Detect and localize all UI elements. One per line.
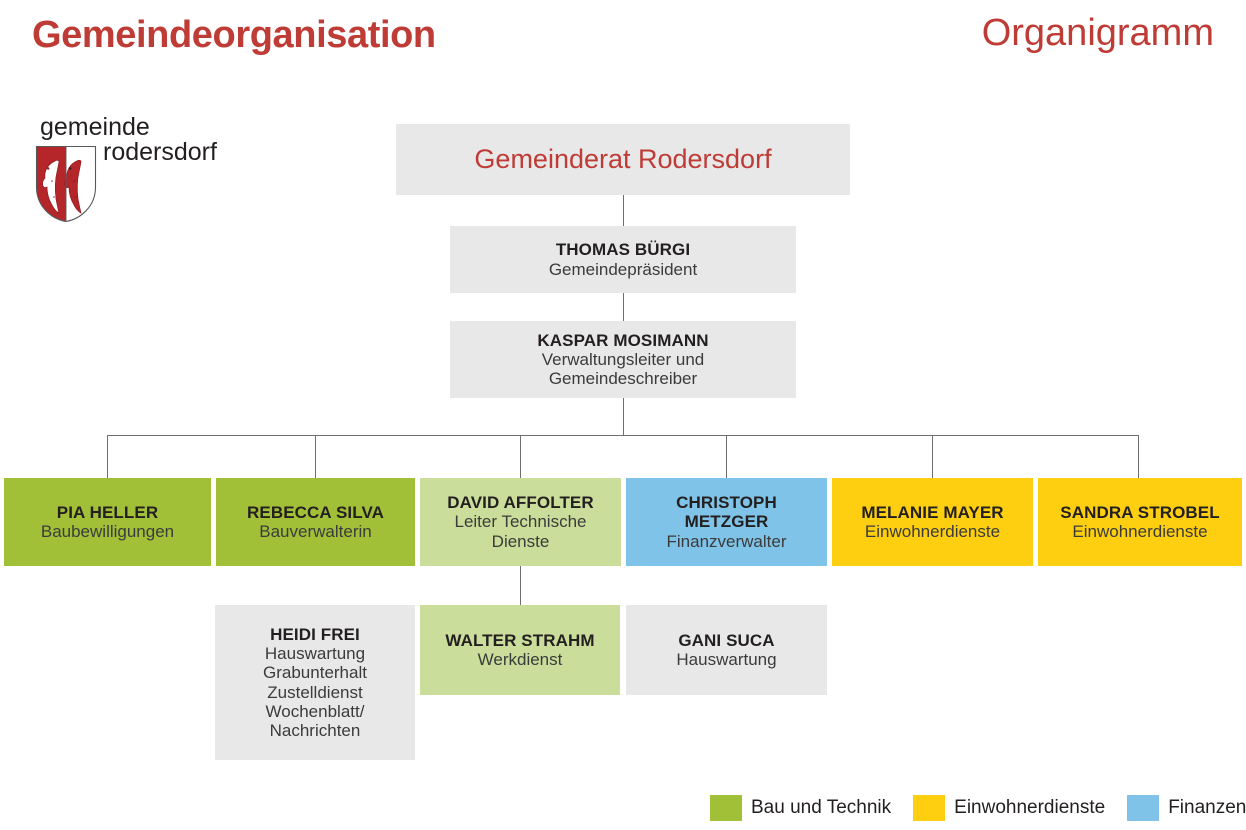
node-person-role: Leiter Technische Dienste xyxy=(454,512,587,551)
node-person-name: PIA HELLER xyxy=(56,502,159,522)
node-pia-heller[interactable]: PIA HELLER Baubewilligungen xyxy=(4,478,211,566)
legend-swatch-icon xyxy=(1127,795,1160,821)
connector-praesident-to-verwaltungsleiter xyxy=(623,293,624,321)
node-heidi-frei[interactable]: HEIDI FREI Hauswartung Grabunterhalt Zus… xyxy=(215,605,415,760)
page-subtitle: Organigramm xyxy=(981,12,1214,54)
connector-horizontal-bus xyxy=(107,435,1139,436)
connector-drop-sandra-strobel xyxy=(1138,435,1139,478)
connector-root-to-praesident xyxy=(623,195,624,226)
node-david-affolter[interactable]: DAVID AFFOLTER Leiter Technische Dienste xyxy=(420,478,621,566)
coat-of-arms-icon xyxy=(35,145,97,223)
legend-label: Bau und Technik xyxy=(751,797,892,818)
logo-line-rodersdorf: rodersdorf xyxy=(103,138,217,166)
node-title: Gemeinderat Rodersdorf xyxy=(474,144,772,175)
connector-drop-pia-heller xyxy=(107,435,108,478)
page-title: Gemeindeorganisation xyxy=(32,14,436,56)
node-thomas-buergi[interactable]: THOMAS BÜRGI Gemeindepräsident xyxy=(450,226,796,293)
node-person-role: Hauswartung Grabunterhalt Zustelldienst … xyxy=(263,644,367,740)
legend-item-bau-und-technik[interactable]: Bau und Technik xyxy=(710,795,891,821)
legend-label: Einwohnerdienste xyxy=(954,797,1106,818)
node-person-role: Gemeindepräsident xyxy=(548,259,698,279)
connector-affolter-to-strahm xyxy=(520,566,521,606)
node-person-name: THOMAS BÜRGI xyxy=(555,240,691,260)
node-kaspar-mosimann[interactable]: KASPAR MOSIMANN Verwaltungsleiter und Ge… xyxy=(450,321,796,398)
connector-verwaltungsleiter-to-bus xyxy=(623,398,624,436)
node-person-name: DAVID AFFOLTER xyxy=(447,493,594,513)
connector-drop-christoph-metzger xyxy=(726,435,727,478)
gemeinde-rodersdorf-logo: gemeinde rodersdorf xyxy=(28,113,268,233)
node-gani-suca[interactable]: GANI SUCA Hauswartung xyxy=(626,605,827,695)
legend: Bau und Technik Einwohnerdienste Finanze… xyxy=(710,795,1246,821)
node-person-role: Einwohnerdienste xyxy=(1072,522,1208,541)
node-person-name: KASPAR MOSIMANN xyxy=(537,330,709,350)
node-melanie-mayer[interactable]: MELANIE MAYER Einwohnerdienste xyxy=(832,478,1033,566)
legend-item-einwohnerdienste[interactable]: Einwohnerdienste xyxy=(913,795,1105,821)
node-person-role: Werkdienst xyxy=(477,650,563,669)
node-person-name: MELANIE MAYER xyxy=(861,502,1004,522)
node-person-name: REBECCA SILVA xyxy=(247,502,384,522)
node-person-role: Baubewilligungen xyxy=(40,522,175,541)
node-person-name: CHRISTOPH METZGER xyxy=(676,493,777,532)
node-walter-strahm[interactable]: WALTER STRAHM Werkdienst xyxy=(420,605,620,695)
logo-line-gemeinde: gemeinde xyxy=(40,113,150,141)
connector-drop-rebecca-silva xyxy=(315,435,316,478)
node-rebecca-silva[interactable]: REBECCA SILVA Bauverwalterin xyxy=(216,478,415,566)
node-person-name: WALTER STRAHM xyxy=(445,630,595,650)
legend-label: Finanzen xyxy=(1168,797,1246,818)
connector-drop-melanie-mayer xyxy=(932,435,933,478)
node-person-role: Finanzverwalter xyxy=(666,531,787,551)
node-person-name: HEIDI FREI xyxy=(270,625,360,645)
node-person-name: SANDRA STROBEL xyxy=(1060,502,1220,522)
node-gemeinderat-rodersdorf[interactable]: Gemeinderat Rodersdorf xyxy=(396,124,850,195)
node-person-role: Hauswartung xyxy=(676,650,777,669)
legend-item-finanzen[interactable]: Finanzen xyxy=(1127,795,1246,821)
node-person-role: Bauverwalterin xyxy=(259,522,372,541)
legend-swatch-icon xyxy=(710,795,742,821)
node-sandra-strobel[interactable]: SANDRA STROBEL Einwohnerdienste xyxy=(1038,478,1242,566)
node-person-role: Verwaltungsleiter und Gemeindeschreiber xyxy=(541,349,705,389)
legend-swatch-icon xyxy=(913,795,946,821)
node-person-name: GANI SUCA xyxy=(678,630,775,650)
connector-drop-david-affolter xyxy=(520,435,521,478)
node-person-role: Einwohnerdienste xyxy=(864,522,1001,541)
node-christoph-metzger[interactable]: CHRISTOPH METZGER Finanzverwalter xyxy=(626,478,827,566)
